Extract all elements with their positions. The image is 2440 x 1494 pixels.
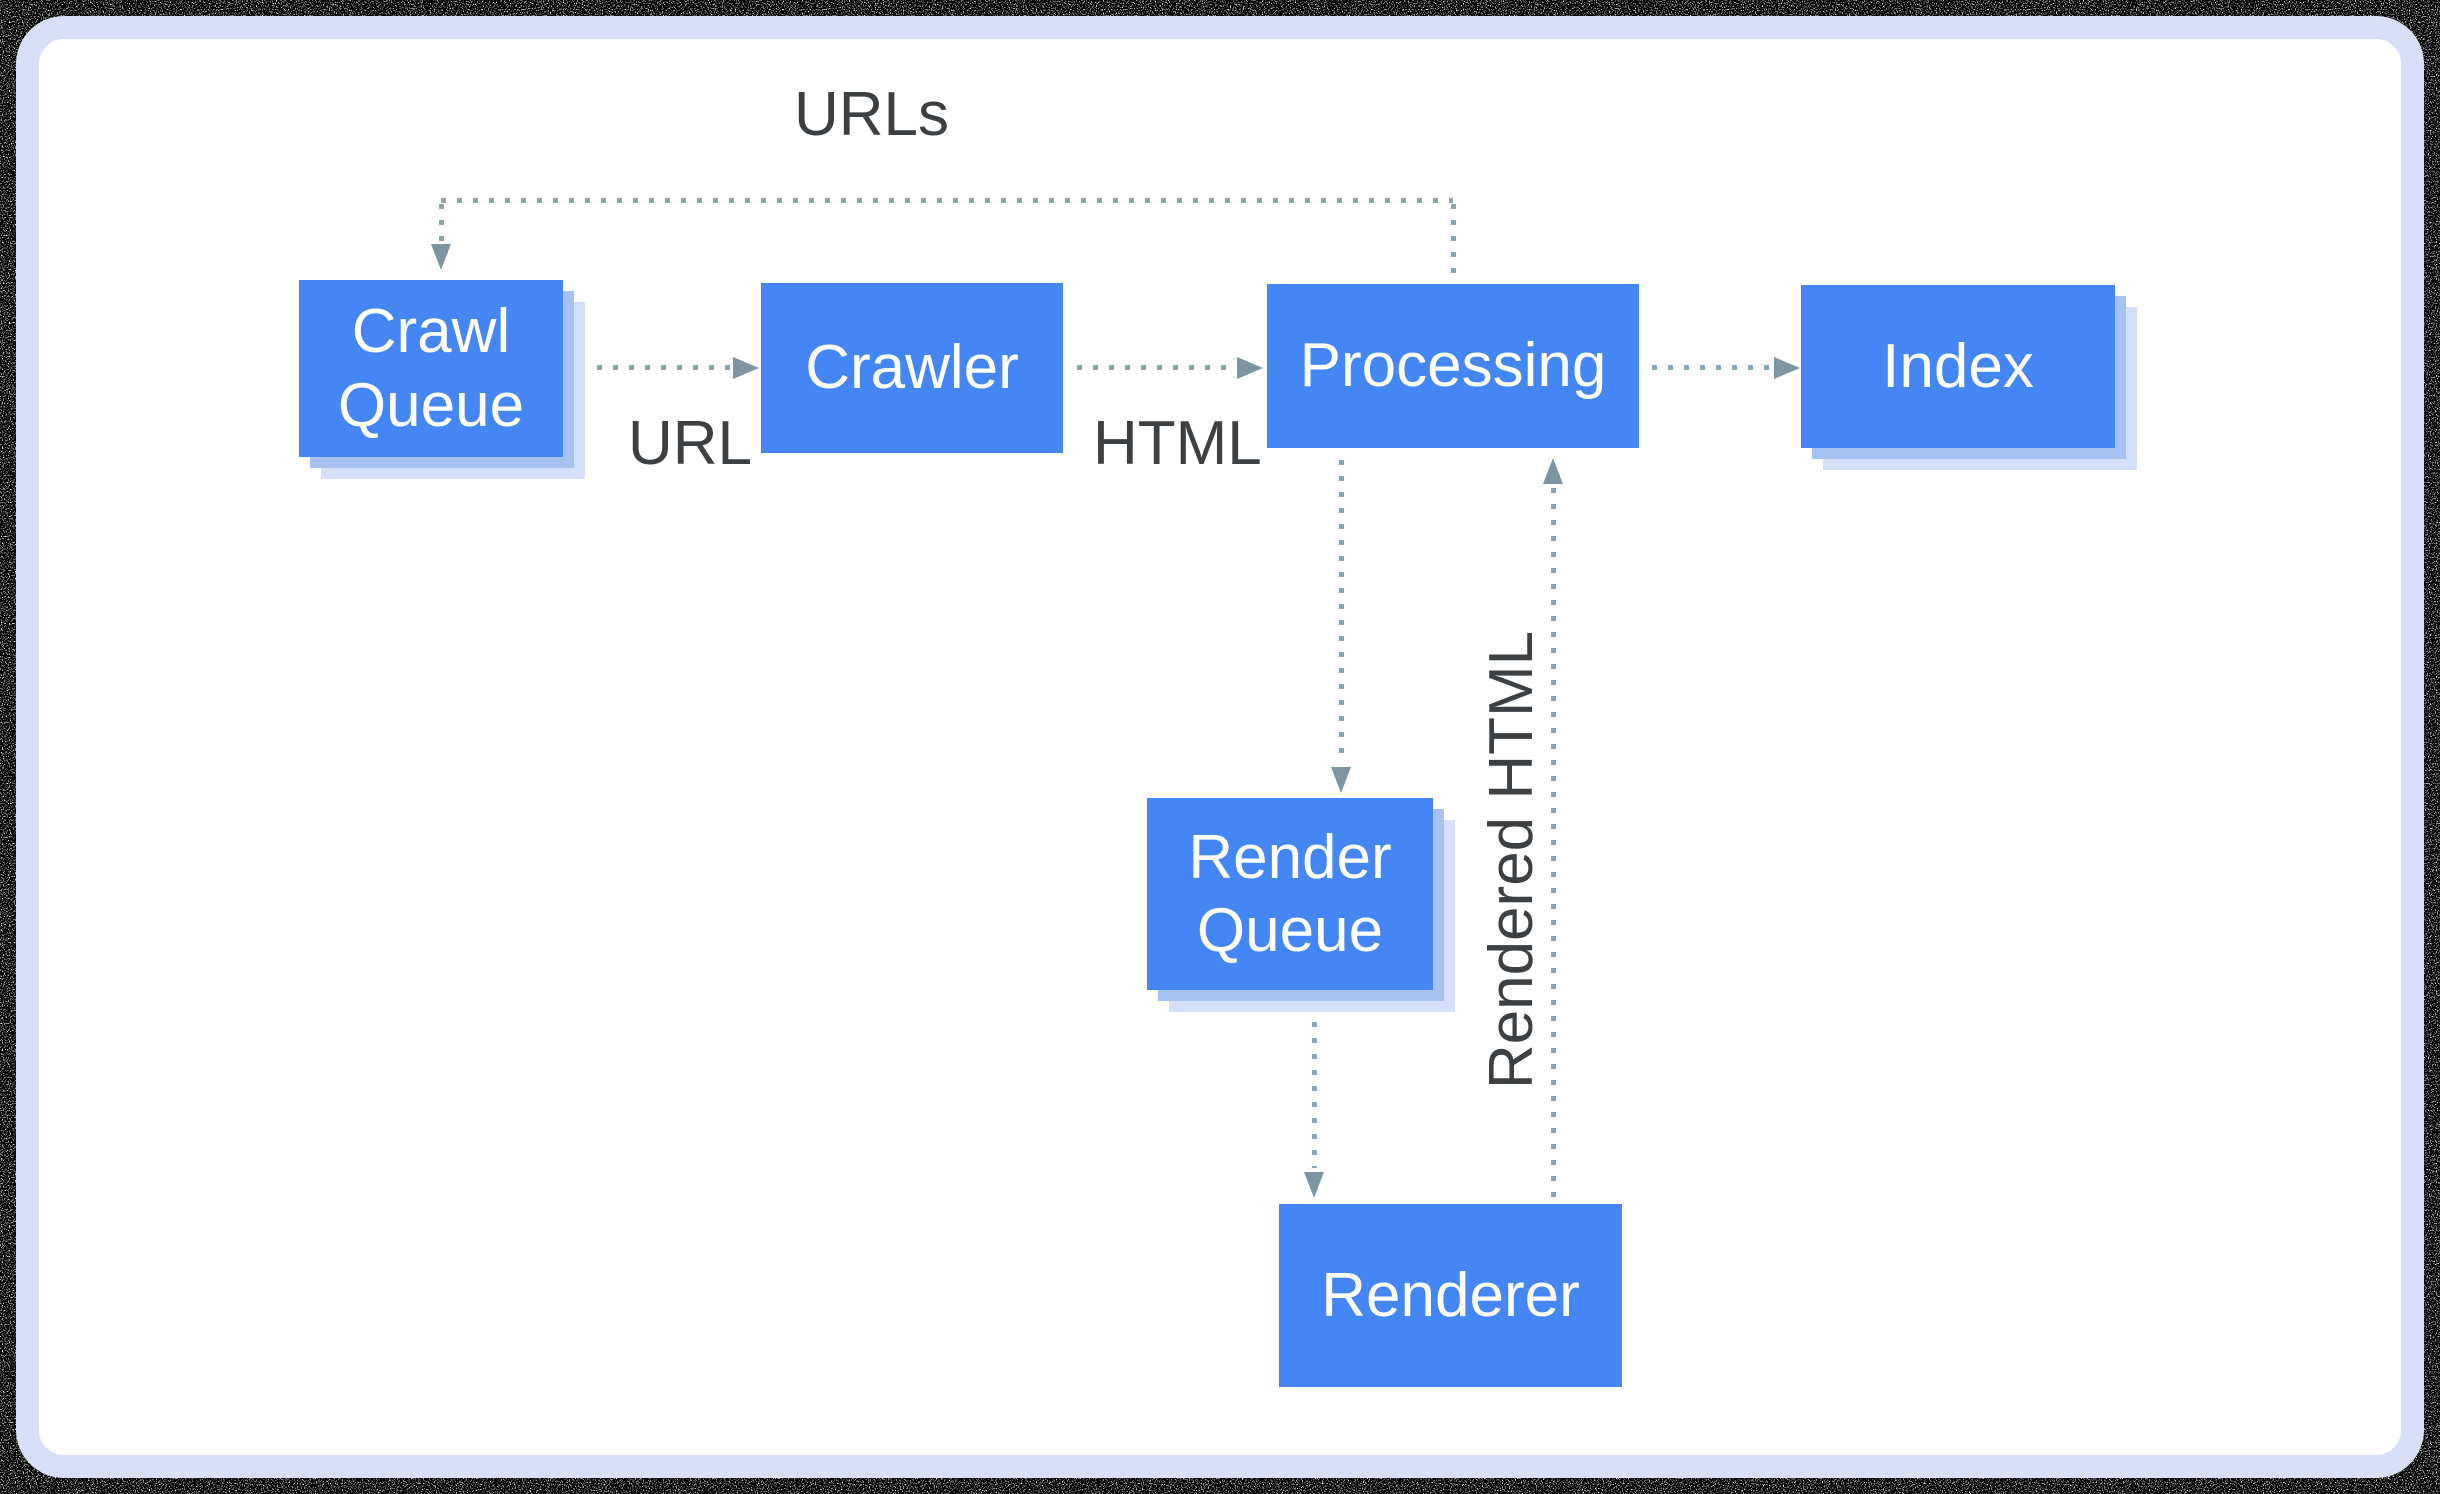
urls-to-crawlqueue-line xyxy=(439,204,444,244)
arrowhead-right-icon xyxy=(733,357,759,379)
node-index-label: Index xyxy=(1882,331,2034,401)
arrowhead-up-icon xyxy=(1543,458,1563,484)
node-renderer-label: Renderer xyxy=(1321,1260,1580,1330)
processing-to-index-line xyxy=(1652,365,1772,370)
edge-label-urls: URLs xyxy=(794,80,950,149)
node-index: Index xyxy=(1801,285,2115,448)
processing-to-urls-line xyxy=(1451,204,1456,282)
crawlqueue-to-crawler-line xyxy=(597,365,730,370)
node-render-queue-label: Render Queue xyxy=(1188,822,1392,965)
arrowhead-down-icon xyxy=(431,244,451,270)
node-crawl-queue: Crawl Queue xyxy=(299,280,563,457)
node-processing: Processing xyxy=(1267,284,1639,448)
urls-feedback-line xyxy=(441,198,1453,203)
arrowhead-down-icon xyxy=(1304,1172,1324,1198)
arrowhead-right-icon xyxy=(1774,357,1800,379)
crawler-to-processing-line xyxy=(1077,365,1229,370)
node-renderer: Renderer xyxy=(1279,1204,1622,1387)
node-render-queue: Render Queue xyxy=(1147,798,1433,990)
edge-label-rendered-html: Rendered HTML xyxy=(1477,630,1546,1090)
renderer-to-processing-line xyxy=(1551,488,1556,1204)
edge-label-url: URL xyxy=(628,409,753,478)
arrowhead-right-icon xyxy=(1237,357,1263,379)
arrowhead-down-icon xyxy=(1331,767,1351,793)
node-crawler-label: Crawler xyxy=(805,333,1019,403)
node-processing-label: Processing xyxy=(1299,331,1607,401)
renderqueue-to-renderer-line xyxy=(1312,1022,1317,1168)
node-crawler: Crawler xyxy=(761,283,1063,453)
diagram-card xyxy=(16,16,2424,1478)
node-crawl-queue-label: Crawl Queue xyxy=(337,297,525,440)
processing-to-renderqueue-line xyxy=(1339,460,1344,764)
edge-label-html: HTML xyxy=(1093,409,1262,478)
